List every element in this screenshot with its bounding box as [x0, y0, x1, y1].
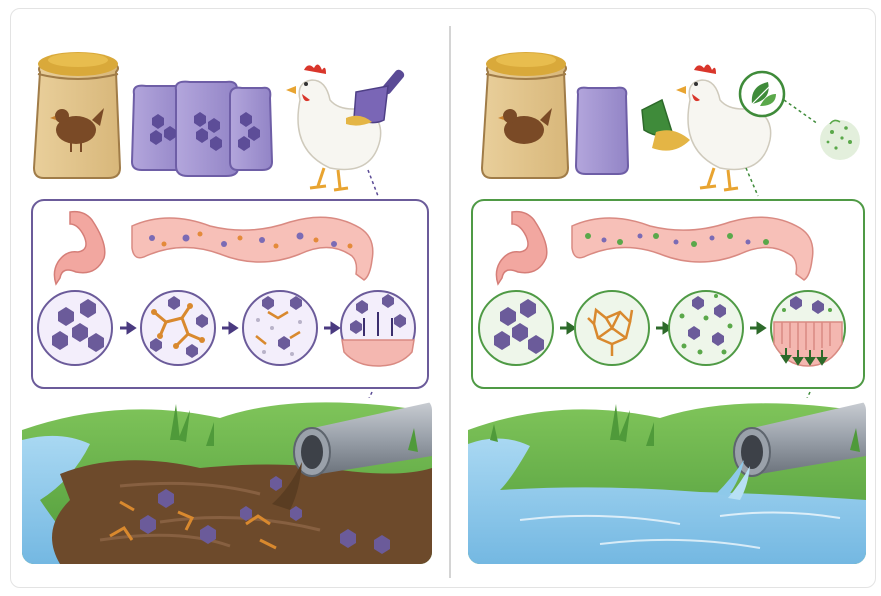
mineral-bags-left: [132, 82, 272, 176]
gut-stage-3-left: [243, 291, 317, 365]
gut-stage-2-right: [575, 291, 649, 365]
feed-sack-left: [34, 52, 120, 178]
connector-left-1: [368, 170, 378, 196]
connector-right-1: [746, 168, 758, 196]
gut-stage-1-left: [38, 291, 112, 365]
left-landscape-polluted: [22, 398, 432, 564]
gut-stage-4-right: [771, 291, 845, 366]
gut-stage-2-left: [141, 291, 215, 365]
leaf-badge-icon: [740, 72, 784, 116]
leaf-connector: [784, 100, 818, 124]
microbe-cluster-icon: [820, 120, 860, 160]
right-feed-row: [482, 52, 860, 196]
gut-stage-1-right: [479, 291, 553, 365]
right-landscape-clean: [468, 398, 866, 564]
left-feed-row: [34, 52, 406, 196]
right-gut-box: [472, 200, 864, 414]
gut-stage-3-right: [669, 291, 743, 365]
mineral-bag-right: [576, 88, 628, 174]
gut-stage-4-left: [341, 291, 415, 366]
feed-sack-right: [482, 52, 568, 178]
feed-scoop-right: [642, 100, 690, 151]
left-gut-box: [32, 200, 428, 414]
chicken-left: [286, 64, 381, 190]
feed-scoop-left: [346, 68, 406, 126]
